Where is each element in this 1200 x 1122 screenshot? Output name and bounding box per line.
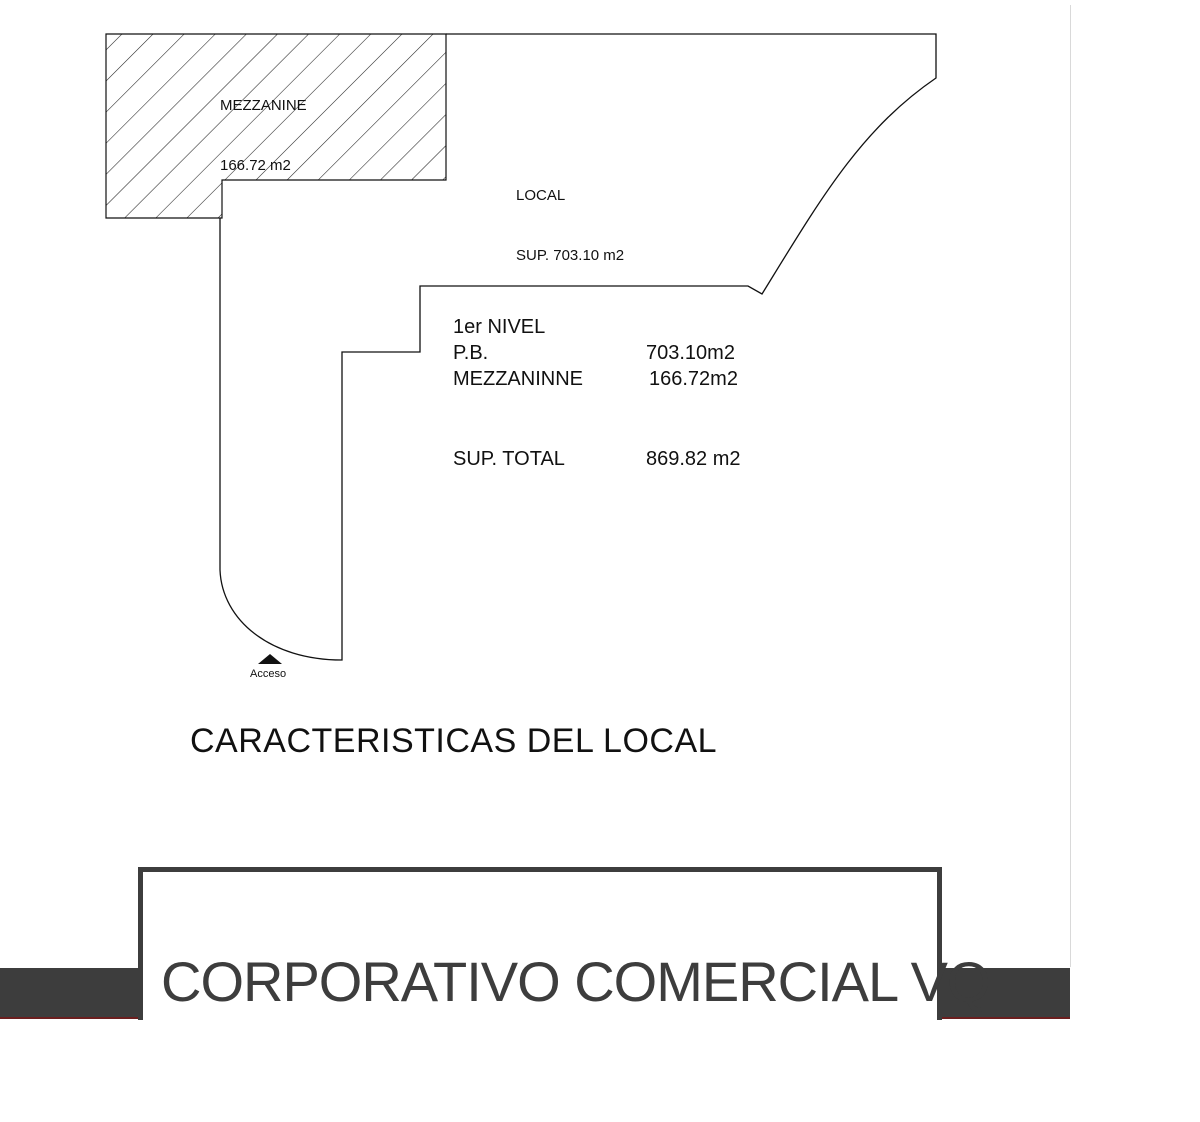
access-marker-icon [258, 654, 282, 664]
summary-row-label: P.B. [453, 342, 489, 364]
local-label: LOCAL SUP. 703.10 m2 [516, 146, 624, 286]
access-label: Acceso [250, 668, 287, 680]
local-outline [219, 33, 937, 661]
level-heading: 1er NIVEL [453, 316, 546, 338]
local-name: LOCAL [516, 187, 566, 204]
summary-row-value: 166.72m2 [649, 368, 738, 390]
mezzanine-label: MEZZANINE 166.72 m2 [220, 56, 307, 196]
total-value: 869.82 m2 [646, 448, 741, 470]
total-label: SUP. TOTAL [453, 448, 565, 470]
title-banner: CORPORATIVO COMERCIAL VQ [138, 867, 991, 1020]
mezzanine-area-value: 166.72 m2 [220, 157, 291, 174]
page-edge [1070, 5, 1071, 967]
local-area-value: SUP. 703.10 m2 [516, 247, 625, 264]
mezzanine-name: MEZZANINE [220, 97, 307, 114]
banner-title: CORPORATIVO COMERCIAL VQ [161, 950, 991, 1013]
summary-row-label: MEZZANINNE [453, 368, 583, 390]
summary-row-value: 703.10m2 [646, 342, 735, 364]
section-title: CARACTERISTICAS DEL LOCAL [190, 722, 718, 760]
